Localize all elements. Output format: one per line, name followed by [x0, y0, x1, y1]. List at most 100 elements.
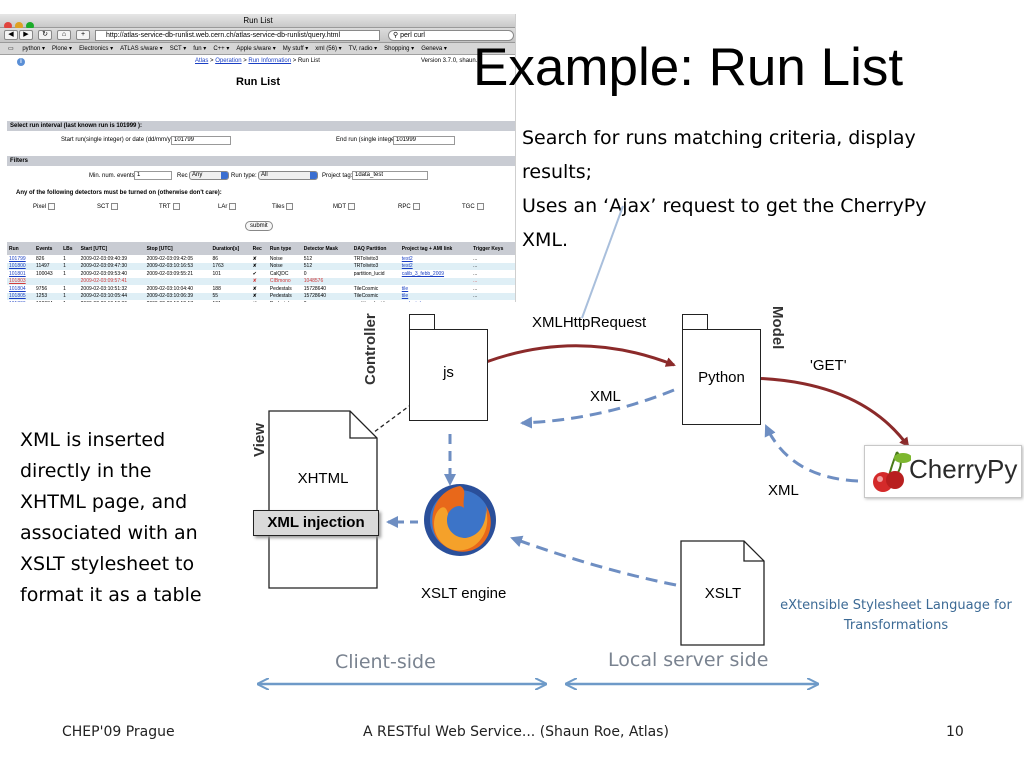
checkbox-icon[interactable]	[48, 203, 56, 210]
min-events-input[interactable]: 1	[134, 171, 172, 180]
column-header[interactable]: Detector Mask	[301, 242, 352, 255]
table-cell[interactable]: test2	[399, 262, 472, 270]
min-events-label: Min. num. events	[89, 173, 135, 179]
add-bookmark-icon[interactable]: +	[76, 30, 90, 40]
column-header[interactable]: LBs	[61, 242, 79, 255]
bookmark-item[interactable]: Plone ▾	[52, 46, 73, 52]
cherrypy-wordmark: CherryPy	[909, 454, 1018, 484]
start-run-input[interactable]: 101799	[171, 136, 231, 145]
bookmark-item[interactable]: Shopping ▾	[384, 46, 415, 52]
column-header[interactable]: DAQ Partition	[351, 242, 400, 255]
checkbox-icon[interactable]	[111, 203, 118, 210]
detector-checkbox[interactable]: LAr	[218, 203, 237, 210]
bookmark-item[interactable]: TV, radio ▾	[348, 46, 378, 52]
breadcrumb-atlas[interactable]: Atlas	[195, 58, 209, 64]
breadcrumb-operation[interactable]: Operation	[215, 58, 242, 64]
bookmark-item[interactable]: ATLAS s/ware ▾	[120, 46, 163, 52]
table-cell[interactable]: 101801	[9, 270, 26, 277]
project-tag-input[interactable]: 1data_test	[352, 171, 428, 180]
detector-checkbox[interactable]: Tiles	[272, 203, 294, 210]
bookmark-item[interactable]: xml (56) ▾	[315, 46, 342, 52]
bookmark-item[interactable]: Geneva ▾	[421, 46, 447, 52]
url-bar[interactable]: http://atlas-service-db-runlist.web.cern…	[95, 30, 380, 41]
table-cell[interactable]: 101806	[7, 300, 34, 302]
column-header[interactable]: Rec	[250, 242, 268, 255]
end-run-input[interactable]: 101999	[393, 136, 455, 145]
run-type-select[interactable]: All	[258, 171, 318, 180]
table-cell[interactable]: 101804	[9, 285, 26, 292]
close-window-icon[interactable]	[4, 22, 12, 30]
detector-checkbox[interactable]: MDT	[333, 203, 355, 210]
table-cell[interactable]: calib_3_febb_2009	[401, 270, 445, 277]
footer-center: A RESTful Web Service... (Shaun Roe, Atl…	[363, 724, 669, 740]
column-header[interactable]: Start [UTC]	[78, 242, 145, 255]
table-cell[interactable]: 101799	[9, 255, 26, 262]
column-header[interactable]: Duration[s]	[210, 242, 251, 255]
bookmark-item[interactable]: Electronics ▾	[79, 46, 114, 52]
zoom-window-icon[interactable]	[26, 22, 34, 30]
bookmark-item[interactable]: SCT ▾	[169, 46, 187, 52]
checkbox-icon[interactable]	[229, 203, 237, 210]
table-cell	[144, 277, 211, 285]
checkbox-icon[interactable]	[476, 203, 484, 210]
table-cell[interactable]: tile	[399, 292, 472, 300]
bookmarks-bar: ▭ python ▾ Plone ▾ Electronics ▾ ATLAS s/wa…	[0, 43, 515, 55]
table-cell[interactable]: 101805	[7, 292, 35, 300]
submit-button[interactable]: submit	[245, 221, 273, 231]
window-title: Run List	[243, 16, 273, 25]
breadcrumb-run-information[interactable]: Run Information	[248, 58, 292, 64]
detectors-header: Any of the following detectors must be t…	[16, 190, 222, 196]
forward-arrow-icon[interactable]: ▶	[19, 30, 33, 40]
back-arrow-icon[interactable]: ◀	[4, 30, 18, 40]
table-cell[interactable]: pedestals	[400, 300, 471, 302]
detector-checkbox[interactable]: RPC	[398, 203, 420, 210]
table-cell[interactable]: 101803	[7, 277, 35, 285]
detector-checkbox[interactable]: Pixel	[33, 203, 56, 210]
checkbox-icon[interactable]	[412, 203, 420, 210]
table-cell: ...	[471, 300, 515, 302]
checkbox-icon[interactable]	[286, 203, 294, 210]
checkbox-icon[interactable]	[348, 203, 355, 210]
bookmark-item[interactable]: python ▾	[22, 46, 46, 52]
xslt-to-engine-arrow	[510, 535, 677, 587]
table-cell: 55	[210, 292, 251, 300]
home-icon[interactable]: ⌂	[57, 30, 71, 40]
table-cell[interactable]: tile	[401, 285, 409, 292]
search-input[interactable]: ⚲ perl curl	[388, 30, 514, 41]
bookmark-item[interactable]: fun ▾	[193, 46, 207, 52]
detector-checkbox[interactable]: SCT	[97, 203, 118, 210]
column-header[interactable]: Events	[34, 242, 62, 255]
table-cell: 2009-02-03:10:12:17	[145, 300, 211, 302]
column-header[interactable]: Trigger Keys	[471, 242, 515, 255]
checkbox-icon[interactable]	[172, 203, 180, 210]
table-cell: ✘	[250, 277, 268, 285]
bookmark-item[interactable]: C++ ▾	[213, 46, 230, 52]
column-header[interactable]: Run	[7, 242, 35, 255]
table-cell[interactable]: test2	[401, 255, 413, 262]
column-header[interactable]: Project tag + AMI link	[399, 242, 472, 255]
detector-checkbox[interactable]: TGC	[462, 203, 484, 210]
rec-select[interactable]: Any	[189, 171, 229, 180]
bookmarks-book-icon[interactable]: ▭	[8, 46, 14, 52]
table-cell[interactable]: 101800	[7, 262, 35, 270]
column-header[interactable]: Stop [UTC]	[144, 242, 211, 255]
table-cell: ✘	[250, 292, 268, 300]
table-cell: Pedestals	[269, 285, 292, 292]
table-row[interactable]: 10180610003412009-02-03:10:10:362009-02-…	[7, 300, 515, 302]
bookmark-item[interactable]: Apple s/ware ▾	[236, 46, 276, 52]
minimize-window-icon[interactable]	[15, 22, 23, 30]
reload-icon[interactable]: ↻	[38, 30, 52, 40]
bookmark-item[interactable]: My stuff ▾	[282, 46, 309, 52]
detector-checkbox[interactable]: TRT	[159, 203, 180, 210]
table-cell[interactable]	[399, 277, 472, 285]
column-header[interactable]: Run type	[267, 242, 302, 255]
firefox-icon	[424, 484, 496, 556]
info-icon[interactable]: i	[17, 58, 25, 66]
